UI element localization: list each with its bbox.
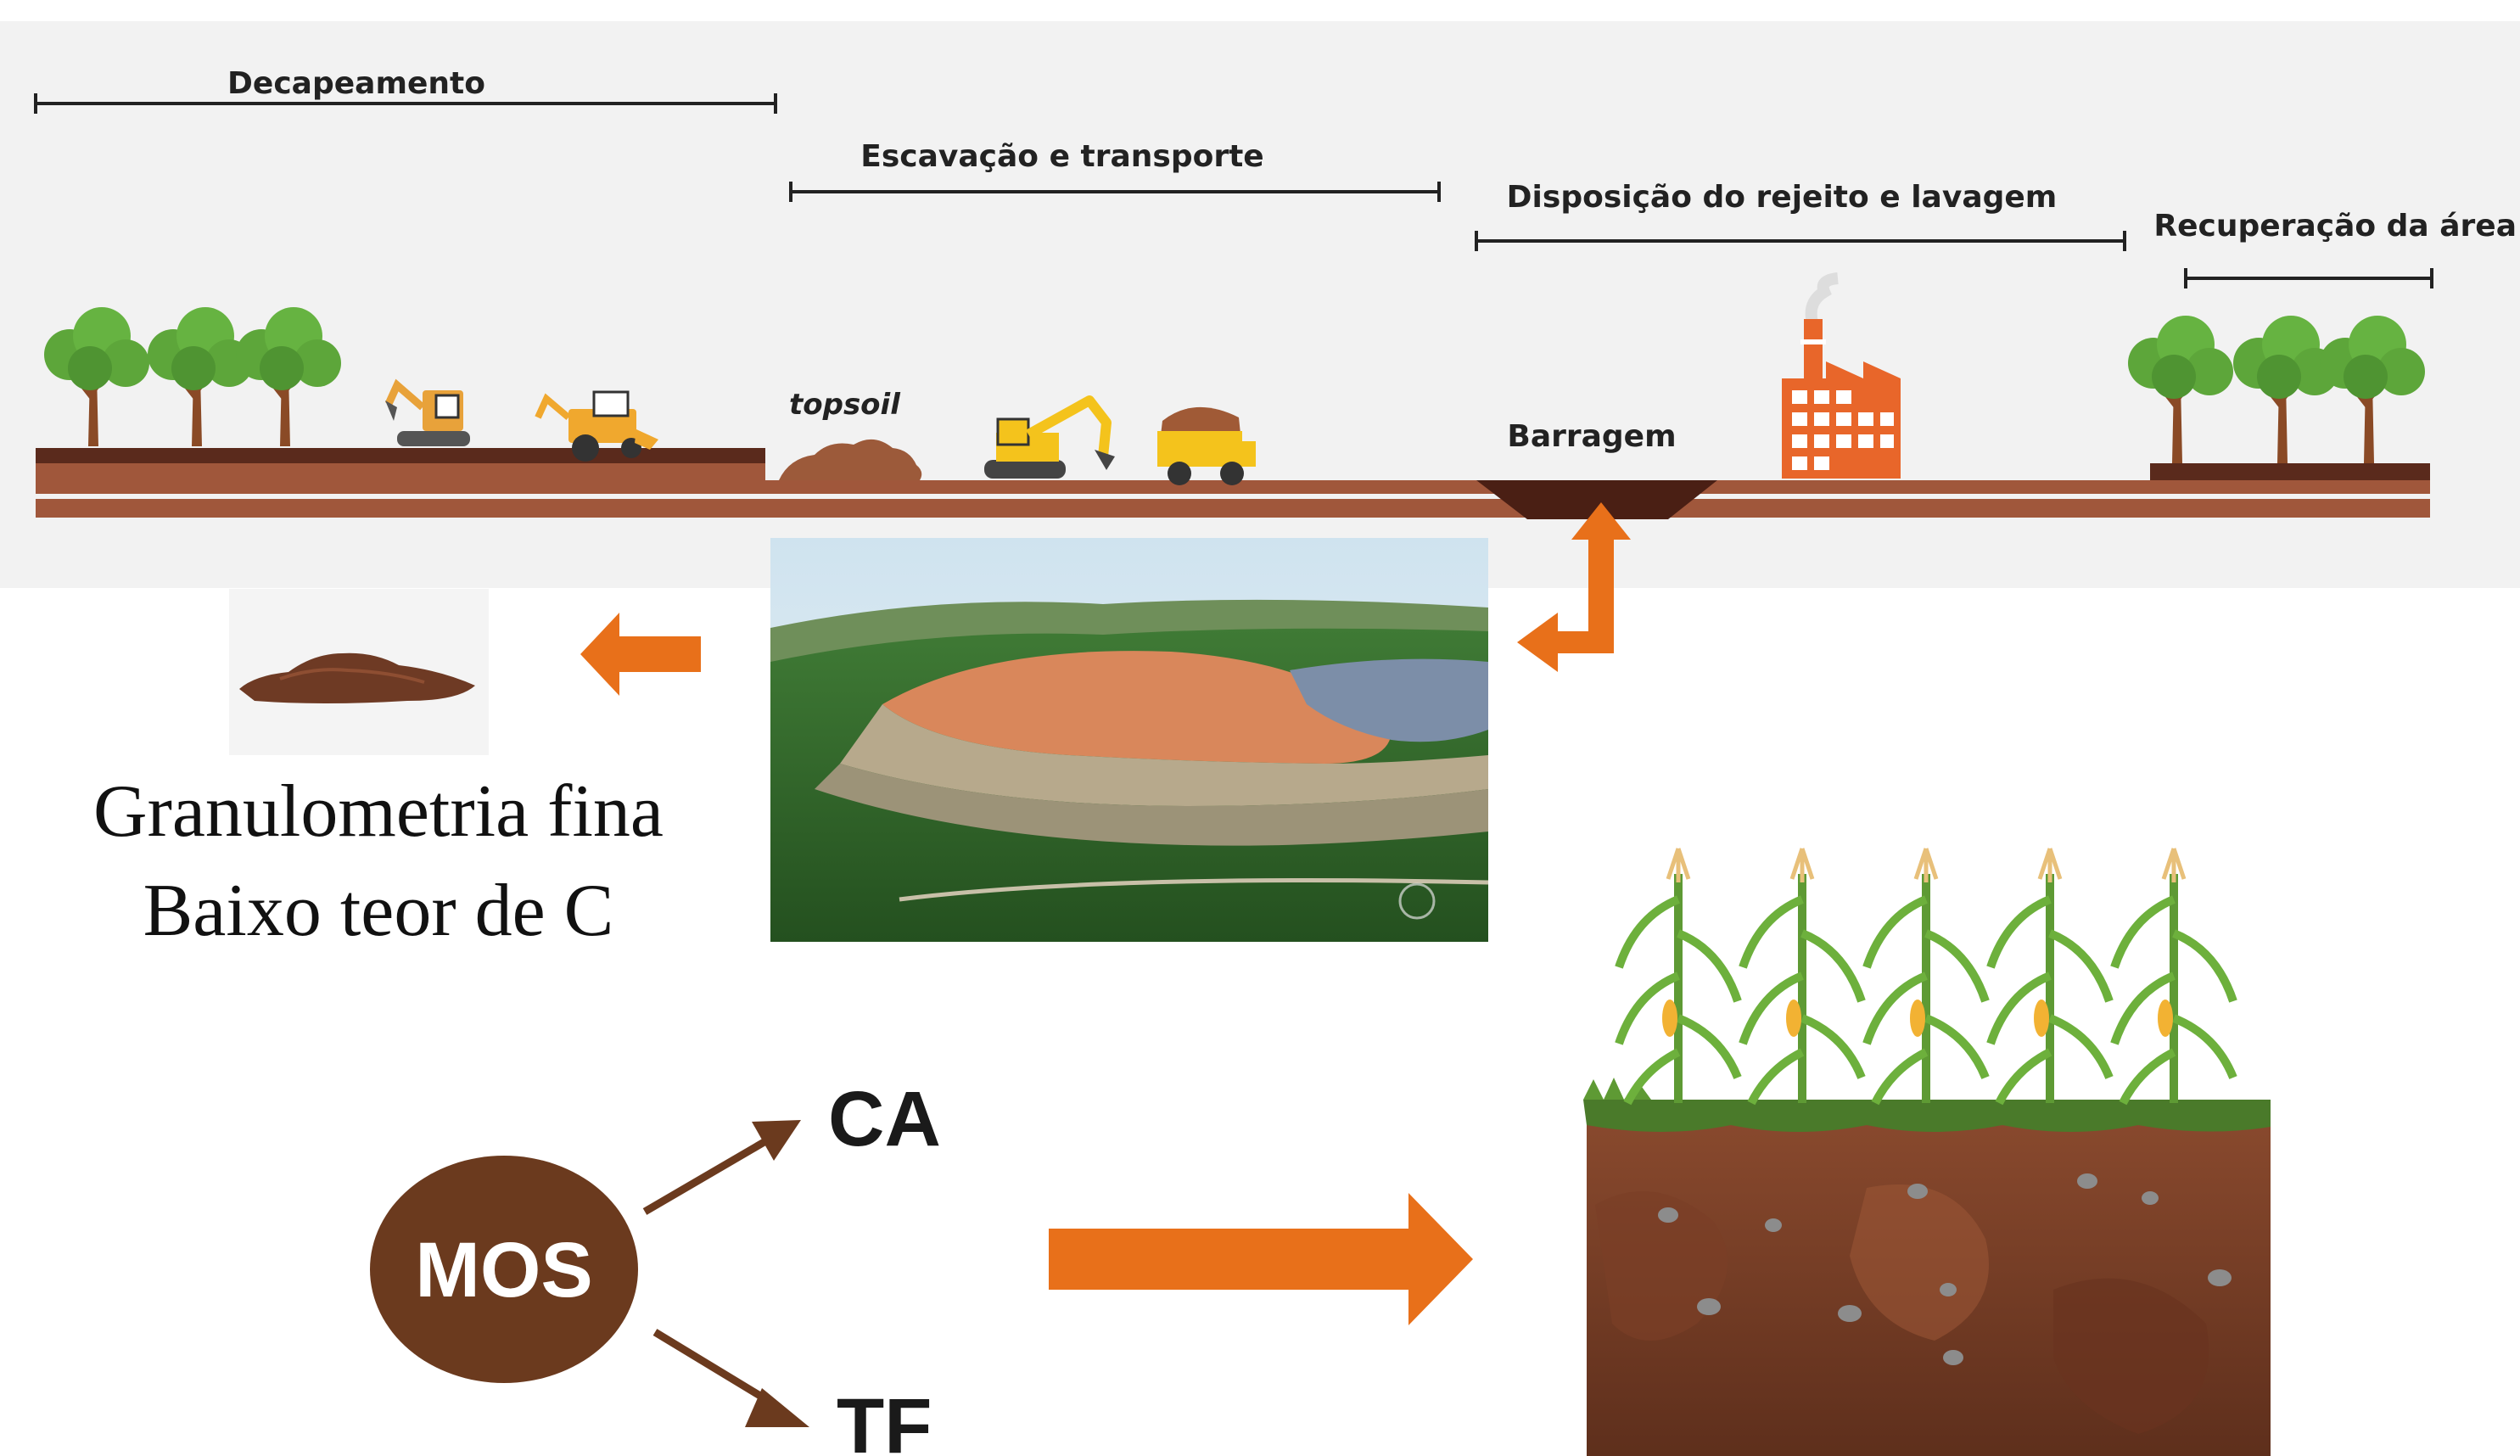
soil-profile-with-corn	[1583, 1078, 2271, 1456]
granulometria-line2: Baixo teor de C	[143, 870, 614, 952]
mos-to-ca-arrow	[642, 1120, 801, 1215]
tf-label: TF	[837, 1383, 932, 1456]
mini-excavator-icon	[384, 378, 470, 446]
excavator-icon	[984, 395, 1115, 479]
dam-basin	[1476, 480, 1717, 519]
topsoil-pile-icon	[779, 439, 922, 480]
mos-label: MOS	[415, 1227, 593, 1313]
mos-to-tf-arrow	[652, 1329, 809, 1427]
stage-bracket-escavacao	[789, 182, 1441, 202]
stage-bracket-disposicao	[1475, 231, 2126, 251]
fine-soil-pile-icon	[229, 589, 489, 755]
tree-icons-left	[44, 307, 341, 446]
stage-label-escavacao: Escavação e transporte	[860, 139, 1263, 174]
stage-bracket-recuperacao	[2184, 268, 2433, 288]
stage-bracket-decapeamento	[34, 93, 777, 114]
factory-icon	[1782, 272, 1901, 479]
ca-label: CA	[828, 1076, 941, 1162]
barragem-label: Barragem	[1507, 419, 1676, 454]
topsoil-label: topsoil	[789, 388, 901, 422]
stage-label-disposicao: Disposição do rejeito e lavagem	[1507, 180, 2058, 215]
dump-truck-icon	[1157, 406, 1256, 485]
tree-icons-right	[2128, 316, 2425, 463]
dam-aerial-photo	[770, 538, 1489, 942]
backhoe-loader-icon	[535, 390, 658, 462]
photo-to-soil-arrow	[580, 613, 701, 696]
stage-label-recuperacao: Recuperação da área	[2153, 209, 2517, 244]
stage-label-decapeamento: Decapeamento	[227, 66, 485, 101]
dam-to-photo-arrow	[1517, 502, 1631, 672]
mos-to-soil-arrow	[1049, 1193, 1473, 1325]
granulometria-line1: Granulometria fina	[93, 770, 664, 853]
mos-bubble	[370, 1156, 638, 1383]
corn-plant-icons	[1615, 848, 2237, 1106]
